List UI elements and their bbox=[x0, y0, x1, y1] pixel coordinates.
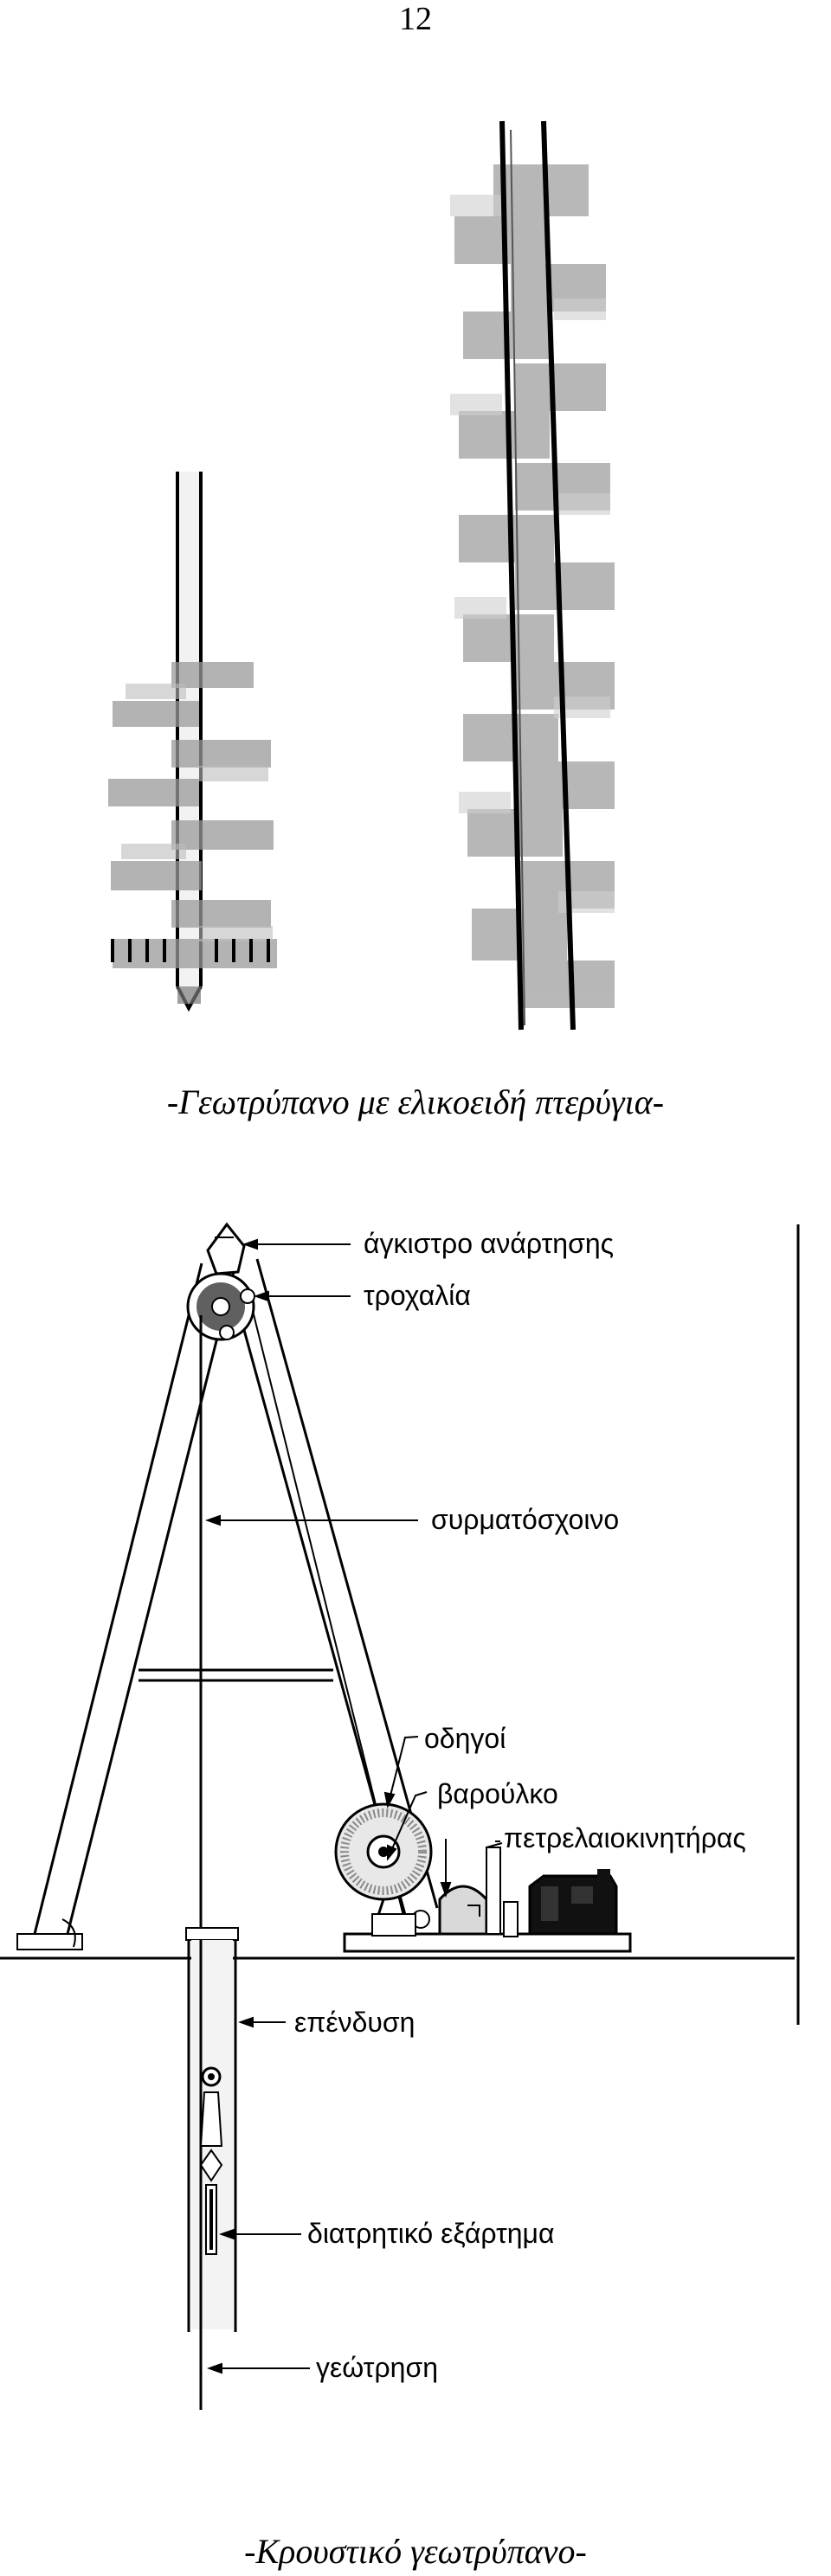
label-guides: οδηγοί bbox=[424, 1723, 506, 1754]
winch-icon bbox=[334, 1802, 433, 1935]
label-casing: επένδυση bbox=[294, 2007, 415, 2038]
gearbox-icon bbox=[438, 1842, 519, 1937]
crossbar bbox=[138, 1668, 333, 1682]
label-winch: βαρούλκο bbox=[437, 1778, 558, 1809]
tripod-leg-left bbox=[16, 1262, 235, 1950]
label-pulley: τροχαλία bbox=[364, 1280, 471, 1311]
short-auger bbox=[108, 472, 277, 1012]
pulley-icon bbox=[186, 1272, 255, 1341]
drilling-tool-icon bbox=[199, 2066, 223, 2255]
label-diesel-engine: πετρελαιοκινητήρας bbox=[504, 1822, 746, 1853]
percussion-rig-figure: άγκιστρο ανάρτησης τροχαλία συρματόσχοιν… bbox=[0, 1222, 800, 2410]
label-drilling-tool: διατρητικό εξάρτημα bbox=[307, 2218, 554, 2249]
rig-caption: -Κρουστικό γεωτρύπανο- bbox=[244, 2532, 587, 2571]
diesel-engine-icon bbox=[528, 1869, 618, 1936]
hook-icon bbox=[206, 1222, 246, 1275]
page-number: 12 bbox=[399, 1, 432, 37]
leader-lines bbox=[205, 1238, 500, 2374]
auger-caption: -Γεωτρύπανο με ελικοειδή πτερύγια- bbox=[166, 1082, 665, 1121]
label-borehole: γεώτρηση bbox=[316, 2352, 438, 2383]
label-wire-rope: συρματόσχοινο bbox=[431, 1504, 619, 1535]
long-auger bbox=[450, 120, 615, 1031]
auger-figure bbox=[108, 120, 615, 1031]
label-hook: άγκιστρο ανάρτησης bbox=[364, 1228, 614, 1259]
